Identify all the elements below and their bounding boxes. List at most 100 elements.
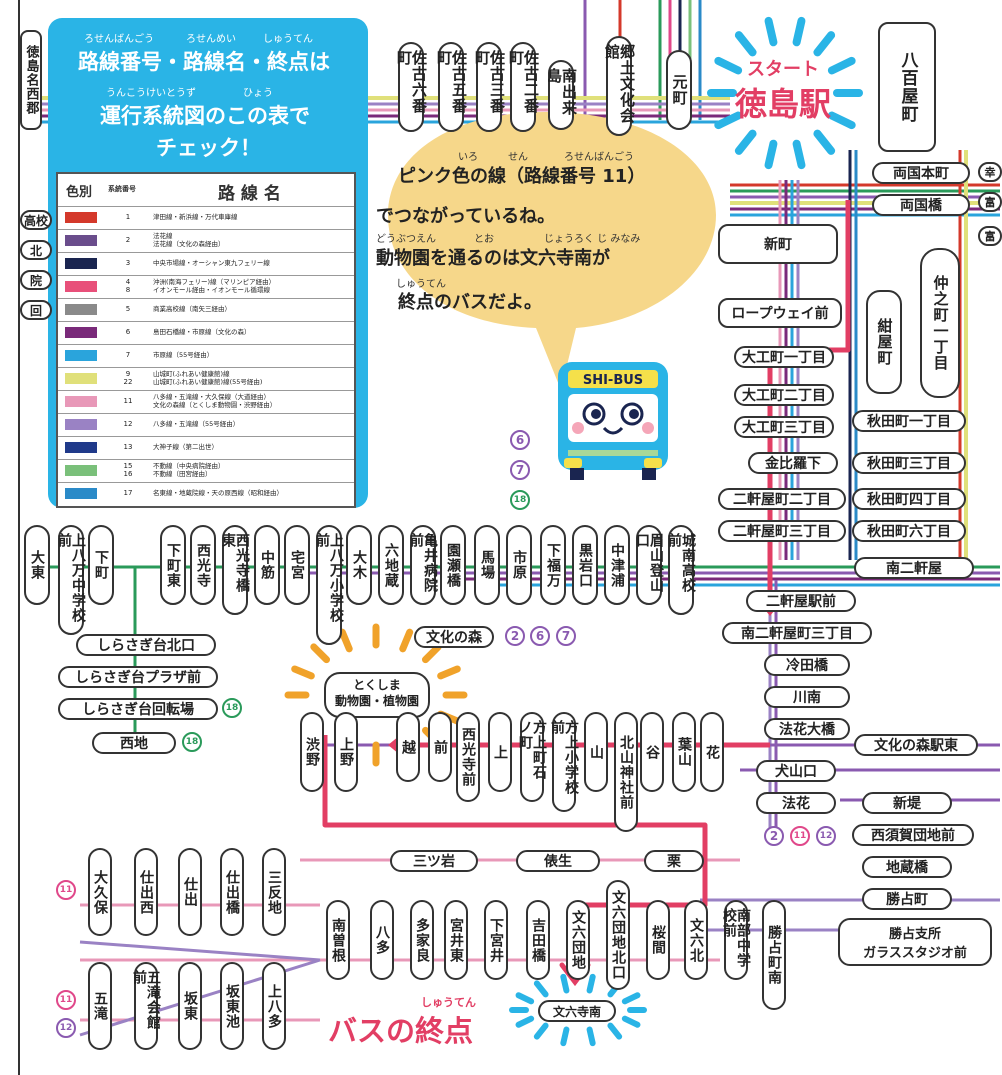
- stop-right: 秋田町四丁目: [852, 488, 966, 510]
- burst-ray: [813, 31, 836, 57]
- burst-ray: [734, 129, 757, 155]
- ruby-rosenmei: ろせんめい: [186, 34, 236, 45]
- stop-right: 勝占支所 ガラススタジオ前: [838, 918, 992, 966]
- stop-right: 新堤: [862, 792, 952, 814]
- bus-sign: SHI-BUS: [583, 373, 643, 388]
- stop-bottom-row: 文六団地: [566, 900, 590, 980]
- stop-lower-row: 北山神社前: [614, 712, 638, 832]
- stop-bunka-no-mori: 文化の森: [414, 626, 494, 648]
- speech-ruby-rosenbango: ろせんばんごう: [564, 152, 634, 163]
- terminus-stop: 文六寺南: [538, 1000, 616, 1022]
- stop-bottom-left: 仕出: [178, 848, 202, 936]
- info-title-line1: 路線番号・路線名・終点は: [78, 50, 330, 74]
- speech-ruby-doubutsuen: どうぶつえん: [376, 234, 436, 245]
- stop-right: 大工町一丁目: [734, 346, 834, 368]
- burst-ray: [792, 16, 806, 47]
- stop-middle-row: 下福万: [540, 525, 566, 605]
- start-label: スタート: [747, 59, 819, 80]
- zoo-stop: とくしま 動物園・植物園: [324, 672, 430, 718]
- speech-ruby-sen: せん: [508, 152, 528, 163]
- legend-route-name: 法花線 法花線（文化の森経由）: [153, 232, 225, 248]
- burst-ray: [338, 628, 353, 653]
- legend-route-number: 15 16: [123, 462, 133, 478]
- stop-right: 西須賀団地前: [852, 824, 974, 846]
- ruby-unkou: うんこうけいとうず: [106, 88, 196, 99]
- info-title-line2: 運行系統図のこの表で: [100, 104, 310, 128]
- speech-ruby-iro: いろ: [458, 152, 478, 163]
- stop-middle-lower: 俵生: [516, 850, 600, 872]
- burst-ray: [560, 973, 570, 994]
- burst-ray: [621, 1015, 641, 1028]
- legend-route-number: 9 22: [123, 370, 133, 386]
- stop-middle-lower: 三ツ岩: [390, 850, 478, 872]
- route-number-badge: 18: [510, 490, 530, 510]
- stop-right: 南二軒屋町三丁目: [722, 622, 872, 644]
- burst-ray: [310, 643, 331, 664]
- burst-ray: [813, 129, 836, 155]
- stop-shirasagi: しらさぎ台プラザ前: [58, 666, 218, 688]
- stop-right-edge: 富: [978, 226, 1002, 246]
- legend-route-name: 大神子線（第二出世）: [153, 442, 218, 451]
- stop-right: 犬山口: [756, 760, 836, 782]
- legend-row: 1 津田線・新浜線・万代車庫線: [58, 206, 354, 228]
- burst-ray: [764, 16, 778, 47]
- route-number-badge: 2: [764, 826, 784, 846]
- legend-swatch: [65, 258, 97, 269]
- bus-mascot-icon: SHI-BUS: [558, 362, 668, 480]
- stop-middle-row: 城南高校前: [666, 525, 696, 615]
- burst-ray: [792, 139, 806, 170]
- legend-route-name: 津田線・新浜線・万代車庫線: [153, 212, 238, 221]
- burst-ray: [714, 56, 743, 75]
- stop-middle-row: 大東: [24, 525, 50, 605]
- legend-swatch: [65, 465, 97, 476]
- burst-ray: [533, 980, 549, 998]
- terminus-burst-icon: [509, 973, 647, 1047]
- stop-bottom-left: 三反地: [262, 848, 286, 936]
- stop-right: 法花: [756, 792, 836, 814]
- stop-right: 金比羅下: [748, 452, 838, 474]
- stop-right: 川南: [764, 686, 850, 708]
- legend-swatch: [65, 212, 97, 223]
- route-number-badge: 7: [556, 626, 576, 646]
- route-number-badge: 7: [510, 460, 530, 480]
- legend-swatch: [65, 488, 97, 499]
- legend-swatch: [65, 396, 97, 407]
- legend-route-number: 1: [125, 212, 131, 221]
- legend-route-name: 八多線・五滝線（55号経由）: [153, 419, 240, 428]
- stop-right: 法花大橋: [764, 718, 850, 740]
- stop-lower-row: 葉山: [672, 712, 696, 792]
- stop-middle-row: 園瀬橋: [440, 525, 466, 605]
- legend-header-number: 系統番号: [108, 185, 136, 193]
- legend-route-number: 7: [125, 350, 131, 359]
- start-label-group: スタート 徳島駅: [718, 55, 848, 125]
- stop-middle-row: 宅宮: [284, 525, 310, 605]
- burst-ray: [399, 628, 414, 653]
- stop-lower-row: 谷: [640, 712, 664, 792]
- stop-right: ロープウェイ前: [718, 298, 842, 328]
- stop-lower-row: 花: [700, 712, 724, 792]
- stop-middle-row: 中津浦: [604, 525, 630, 605]
- route-number-badge: 11: [56, 990, 76, 1010]
- stop-right: 二軒屋町三丁目: [718, 520, 846, 542]
- bus-end-label: バスの終点: [328, 1014, 474, 1048]
- stop-bottom-row: 桜間: [646, 900, 670, 980]
- stop-right: 紺屋町: [866, 290, 902, 394]
- stop-middle-row: 中筋: [254, 525, 280, 605]
- stop-bottom-row: 吉田橋: [526, 900, 550, 980]
- stop-left-edge: 院: [20, 270, 52, 290]
- burst-ray: [515, 992, 535, 1005]
- route-number-badge: 2: [505, 626, 525, 646]
- stop-top-vertical: 佐古六番町: [395, 42, 428, 132]
- stop-middle-row: 市原: [506, 525, 532, 605]
- stop-right: 仲之町一丁目: [920, 248, 960, 398]
- stop-middle-row: 馬場: [474, 525, 500, 605]
- stop-middle-row: 上八万小学校前: [314, 525, 344, 645]
- stop-right: 南二軒屋: [854, 557, 974, 579]
- speech-line-1: ピンク色の線（路線番号 11）: [398, 166, 646, 187]
